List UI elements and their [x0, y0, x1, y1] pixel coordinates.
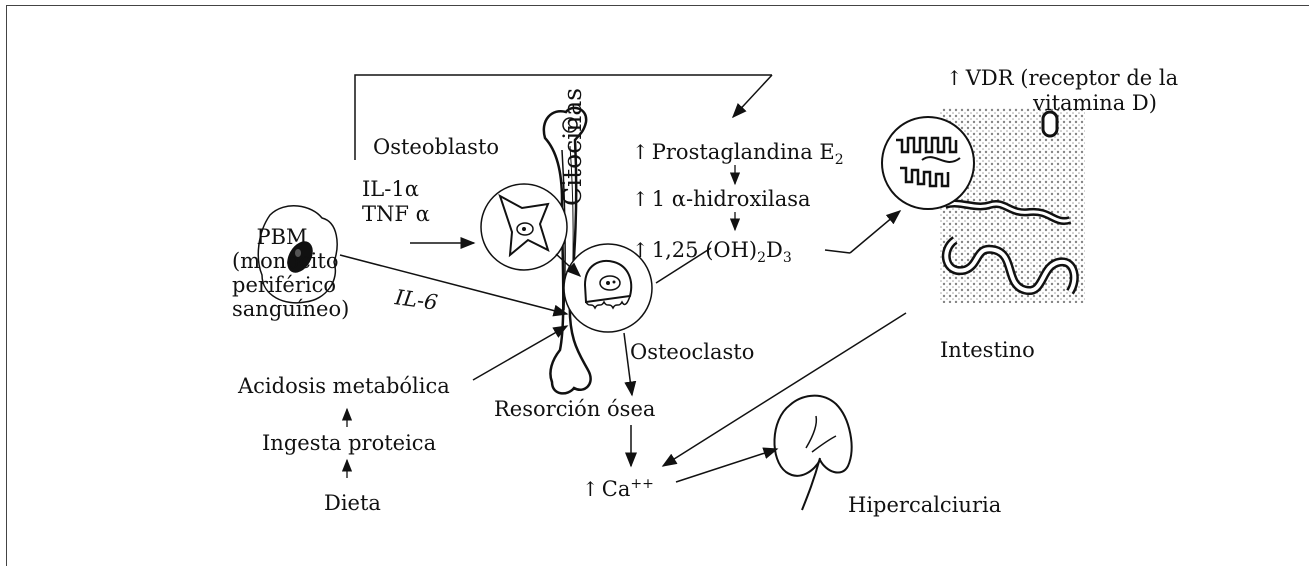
- vdr-label-line2: vitamina D): [1033, 91, 1157, 115]
- hipercalciuria-label: Hipercalciuria: [848, 493, 1001, 517]
- vitamina-d-label: ↑1,25 (OH)2D3: [632, 238, 792, 270]
- il1-label: IL-1α: [362, 177, 419, 201]
- up-arrow-icon: ↑: [582, 477, 599, 501]
- intestine-icon: [882, 108, 1085, 303]
- calcio-label: ↑Ca++: [582, 472, 654, 501]
- up-arrow-icon: ↑: [632, 238, 649, 262]
- up-arrow-icon: ↑: [632, 187, 649, 211]
- kidney-icon: [774, 396, 851, 510]
- prostaglandina-label: ↑Prostaglandina E2: [632, 140, 844, 172]
- vitd-intestine-arrow: [850, 211, 900, 253]
- up-arrow-icon: ↑: [946, 66, 963, 90]
- dieta-label: Dieta: [324, 491, 381, 515]
- osteoblasto-label: Osteoblasto: [373, 135, 499, 159]
- tnf-label: TNF α: [362, 202, 430, 226]
- pbm-label: PBM (monocito periférico sanguíneo): [232, 225, 332, 321]
- resorcion-label: Resorción ósea: [494, 397, 655, 421]
- vdr-label: ↑VDR (receptor de la: [946, 66, 1178, 90]
- osteoclasto-label: Osteoclasto: [630, 340, 754, 364]
- intestino-label: Intestino: [940, 338, 1035, 362]
- osteoblast-cell-icon: [481, 184, 567, 270]
- hidroxilasa-label: ↑1 α-hidroxilasa: [632, 187, 811, 211]
- acidosis-label: Acidosis metabólica: [238, 374, 450, 398]
- calcio-kidney-arrow: [676, 449, 777, 482]
- up-arrow-icon: ↑: [632, 140, 649, 164]
- ingesta-label: Ingesta proteica: [262, 431, 436, 455]
- citocinas-label: Citocinas: [558, 66, 587, 206]
